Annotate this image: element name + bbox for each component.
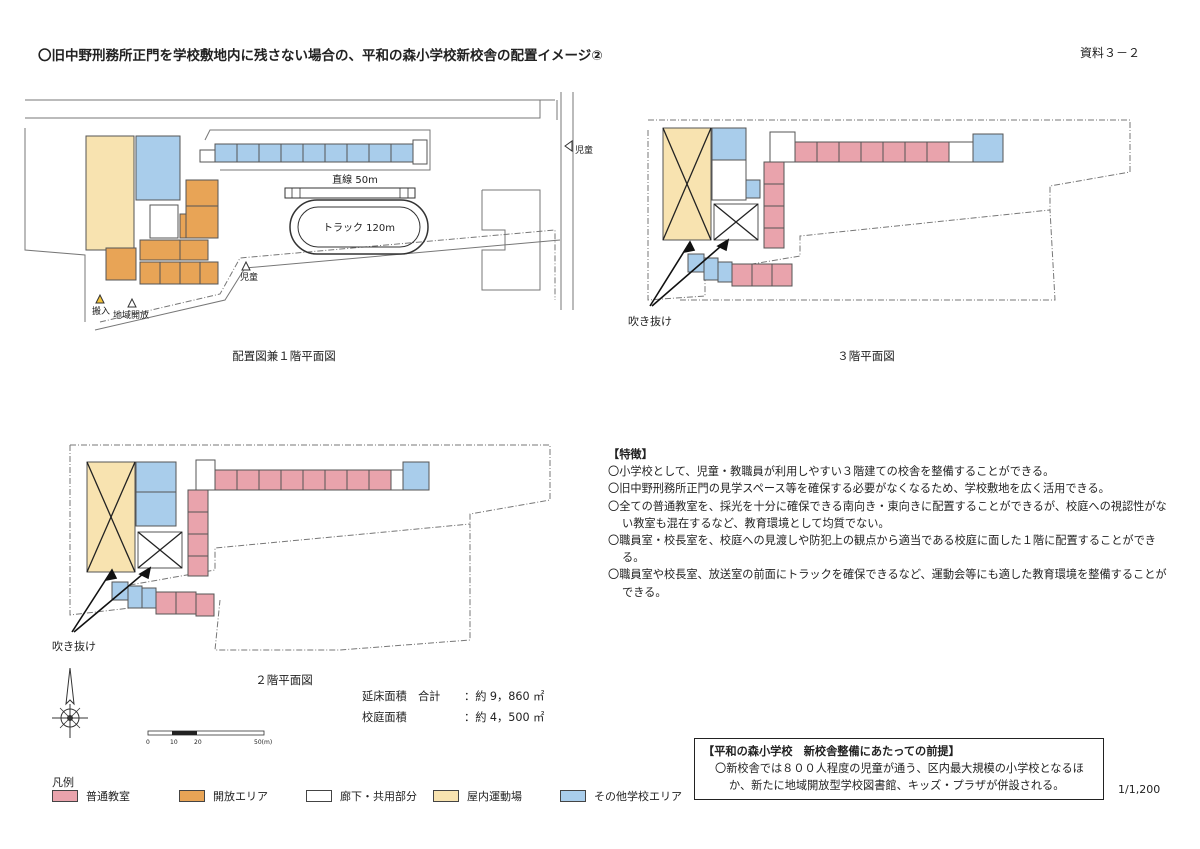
feature-item: 〇職員室や校長室、放送室の前面にトラックを確保できるなど、運動会等にも適した教育… bbox=[608, 568, 1167, 599]
legend-label: 廊下・共用部分 bbox=[340, 790, 417, 803]
legend-label: 開放エリア bbox=[213, 790, 268, 803]
atrium-label-2f: 吹き抜け bbox=[52, 639, 96, 653]
premise-heading: 【平和の森小学校 新校舎整備にあたっての前提】 bbox=[703, 745, 960, 758]
north-arrow-icon bbox=[52, 667, 88, 738]
total-floor-area-value: ：約 9，860 ㎡ bbox=[464, 690, 545, 703]
track-outer bbox=[289, 199, 429, 255]
legend-label: その他学校エリア bbox=[594, 790, 682, 803]
features-heading: 【特徴】 bbox=[608, 448, 653, 461]
legend-label: 屋内運動場 bbox=[467, 790, 522, 803]
gym-1f bbox=[85, 135, 135, 251]
legend-swatch bbox=[306, 790, 332, 802]
legend-swatch bbox=[560, 790, 586, 802]
feature-item: 〇職員室・校長室を、校庭への見渡しや防犯上の観点から適当である校庭に面した１階に… bbox=[608, 534, 1156, 565]
feature-item: 〇旧中野刑務所正門の見学スペース等を確保する必要がなくなるため、学校敷地を広く活… bbox=[608, 482, 1110, 496]
legend: 普通教室 開放エリア 廊下・共用部分 屋内運動場 その他学校エリア bbox=[52, 788, 687, 804]
track-label: トラック 120m bbox=[323, 222, 395, 234]
scale-tick-20: 20 bbox=[194, 739, 202, 746]
scale-tick-0: 0 bbox=[146, 739, 150, 746]
drawing-scale: 1/1,200 bbox=[1118, 783, 1161, 796]
site-plan-1f: 直線 50m トラック 120m 児童 児童 搬入 地域開放 配置図兼１階平面図 bbox=[24, 92, 593, 363]
plan2-caption: ２階平面図 bbox=[255, 673, 313, 687]
document-number: 資料３－２ bbox=[1080, 46, 1141, 60]
feature-item: 〇小学校として、児童・教職員が利用しやすい３階建ての校舎を整備することができる。 bbox=[608, 465, 1055, 479]
svg-text:地域開放: 地域開放 bbox=[113, 309, 149, 321]
straight-lane-label: 直線 50m bbox=[332, 173, 378, 186]
svg-text:児童: 児童 bbox=[575, 144, 593, 156]
features-section: 【特徴】 〇小学校として、児童・教職員が利用しやすい３階建ての校舎を整備すること… bbox=[608, 446, 1168, 601]
premise-box: 【平和の森小学校 新校舎整備にあたっての前提】 〇新校舎では８００人程度の児童が… bbox=[694, 738, 1104, 800]
scale-bar: 0 10 20 50(m) bbox=[146, 730, 272, 750]
schoolyard-area-label: 校庭面積 bbox=[362, 711, 407, 724]
child-entrance-marker: 児童 bbox=[564, 140, 593, 156]
floor-plan-2f: 吹き抜け ２階平面図 bbox=[52, 444, 551, 687]
delivery-entrance-marker: 搬入 bbox=[92, 293, 110, 317]
legend-swatch bbox=[179, 790, 205, 802]
community-entrance-marker: 地域開放 bbox=[113, 297, 149, 321]
legend-item-gym: 屋内運動場 bbox=[433, 788, 560, 804]
legend-swatch bbox=[52, 790, 78, 802]
svg-text:搬入: 搬入 bbox=[92, 305, 110, 317]
page-title: 〇旧中野刑務所正門を学校敷地内に残さない場合の、平和の森小学校新校舎の配置イメー… bbox=[38, 48, 603, 64]
scale-tick-10: 10 bbox=[170, 739, 178, 746]
premise-text: 〇新校舎では８００人程度の児童が通う、区内最大規模の小学校となるほか、新たに地域… bbox=[715, 762, 1084, 792]
legend-item-corridor: 廊下・共用部分 bbox=[306, 788, 433, 804]
svg-text:児童: 児童 bbox=[240, 271, 258, 283]
feature-item: 〇全ての普通教室を、採光を十分に確保できる南向き・東向きに配置することができるが… bbox=[608, 499, 1167, 530]
schoolyard-area-value: ：約 4，500 ㎡ bbox=[464, 711, 545, 724]
scale-tick-50: 50(m) bbox=[254, 739, 273, 746]
legend-title: 凡例 bbox=[52, 776, 74, 789]
legend-swatch bbox=[433, 790, 459, 802]
legend-item-open-area: 開放エリア bbox=[179, 788, 306, 804]
floor-plan-3f: 吹き抜け ３階平面図 bbox=[628, 119, 1131, 363]
legend-item-classroom: 普通教室 bbox=[52, 788, 179, 804]
legend-label: 普通教室 bbox=[86, 790, 130, 803]
total-floor-area-label: 延床面積 合計 bbox=[362, 690, 441, 703]
child-entrance-marker-south: 児童 bbox=[240, 260, 258, 283]
plan3-caption: ３階平面図 bbox=[837, 349, 895, 363]
area-summary: 延床面積 合計 ：約 9，860 ㎡ 校庭面積 ：約 4，500 ㎡ bbox=[362, 686, 544, 728]
atrium-label-3f: 吹き抜け bbox=[628, 314, 672, 328]
legend-item-other: その他学校エリア bbox=[560, 788, 687, 804]
plan1-caption: 配置図兼１階平面図 bbox=[232, 349, 336, 363]
